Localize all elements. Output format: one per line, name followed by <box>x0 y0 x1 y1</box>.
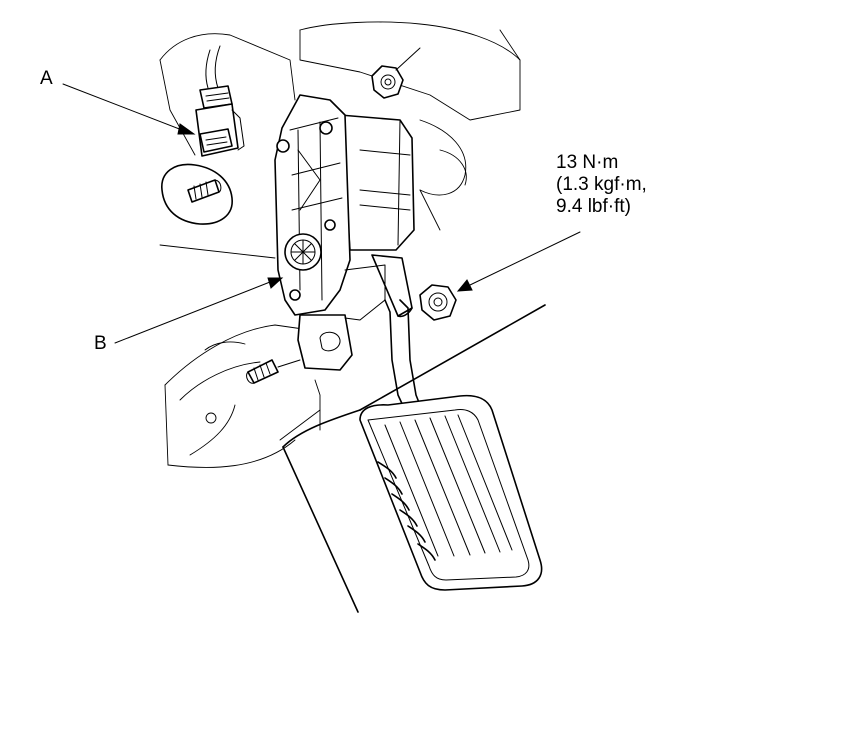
torque-specification: 13 N·m (1.3 kgf·m, 9.4 lbf·ft) <box>556 152 647 218</box>
callout-leaders <box>62 83 581 344</box>
floor-panel <box>282 304 546 613</box>
connector-a <box>195 45 245 157</box>
torque-imperial: 9.4 lbf·ft) <box>556 196 631 217</box>
upper-stud-bolt <box>161 163 233 225</box>
torque-metric: 13 N·m <box>556 152 619 173</box>
callout-label-b: B <box>94 333 107 354</box>
pedal-arm <box>371 254 423 411</box>
vehicle-body-outline <box>159 21 521 468</box>
pedal-bracket <box>274 94 415 371</box>
lower-stud-bolt <box>246 359 301 384</box>
lower-mounting-nut <box>419 284 457 321</box>
pedal-pad <box>359 394 543 591</box>
upper-mounting-nut <box>371 47 421 99</box>
callout-label-a: A <box>40 68 53 89</box>
torque-kgf: (1.3 kgf·m, <box>556 174 647 195</box>
